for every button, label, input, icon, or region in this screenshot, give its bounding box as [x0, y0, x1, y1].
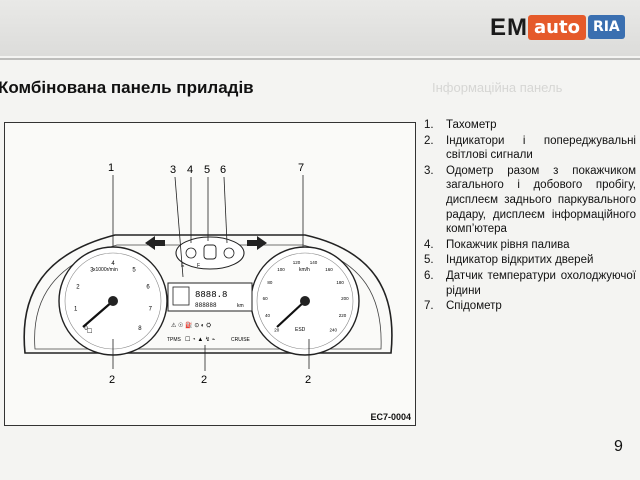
gauge-tick-label: 3: [90, 267, 94, 273]
legend-list: 1. Тахометр 2. Індикатори і попереджувальні…: [424, 118, 636, 315]
ghost-title: Інформаційна панель: [432, 80, 563, 95]
legend-item-text: Тахометр: [446, 119, 497, 131]
speedometer-needle: [276, 300, 306, 328]
gauge-tick-label: 200: [341, 296, 349, 301]
trip-value: 888888: [195, 302, 217, 309]
callout-6: 6: [220, 164, 226, 176]
watermark-ria: RIA: [587, 15, 625, 39]
gauge-tick-label: 240: [330, 327, 338, 332]
tachometer-gauge: x1000r/min 0 1 2 3 4 5 6 7 8 ☐: [58, 246, 168, 356]
callout-4: 4: [187, 164, 193, 176]
gauge-tick-label: 8: [138, 326, 142, 332]
callout-7: 7: [298, 162, 304, 174]
odometer-display: 8888.8 888888 km: [167, 282, 253, 312]
gauge-tick-label: 2: [76, 285, 80, 291]
legend-item-number: 3.: [424, 164, 434, 177]
figure-code: EC7-0004: [370, 412, 411, 422]
fuel-gauge-dot: [185, 247, 197, 259]
legend-item-number: 1.: [424, 119, 434, 131]
legend-item-number: 6.: [424, 269, 434, 282]
tach-unit-label: x1000r/min: [93, 267, 118, 273]
legend-item: 6. Датчик температури охолоджуючої рідини: [424, 269, 636, 298]
legend-item-number: 5.: [424, 254, 434, 267]
callout-3: 3: [170, 164, 176, 176]
watermark-auto: auto: [528, 14, 586, 40]
svg-text:☐ ◔ ▲ ↯ ⌁: ☐ ◔ ▲ ↯ ⌁: [185, 336, 216, 343]
callout-2-right: 2: [305, 374, 311, 386]
gauge-tick-label: 140: [310, 260, 318, 265]
legend-item: 4. Покажчик рівня палива: [424, 238, 636, 253]
callout-2-left: 2: [109, 374, 115, 386]
legend-item-text: Датчик температури охолоджуючої рідини: [446, 269, 636, 297]
gauge-tick-label: 6: [146, 285, 150, 291]
legend-item: 3. Одометр разом з покажчиком загального …: [424, 164, 636, 237]
legend-item-text: Індикатор відкритих дверей: [446, 254, 594, 267]
coolant-temp-dot: [223, 247, 235, 259]
gauge-tick-label: 1: [74, 306, 78, 312]
odometer-unit: km: [237, 303, 244, 309]
gauge-tick-label: 80: [267, 280, 273, 285]
legend-item-number: 4.: [424, 238, 434, 251]
legend-item: 5. Індикатор відкритих дверей: [424, 253, 636, 268]
svg-text:⚠ ☉ ⛽ ⊙ ◐ ⛭: ⚠ ☉ ⛽ ⊙ ◐ ⛭: [171, 321, 211, 329]
gauge-tick-label: 0: [84, 326, 88, 332]
legend-item-number: 7.: [424, 300, 434, 313]
turn-right-icon: [247, 236, 267, 250]
speedometer-gauge: km/h ESD 20 40 60 80 100 120 140 160 180 200 220 24…: [250, 246, 360, 356]
legend-item-text: Покажчик рівня палива: [446, 238, 570, 251]
speedo-esd-label: ESD: [295, 327, 306, 333]
speedo-unit-label: km/h: [299, 267, 310, 273]
gauge-tick-label: 4: [111, 261, 115, 267]
legend-item: 7. Спідометр: [424, 299, 636, 314]
legend-item-text: Спідометр: [446, 300, 502, 313]
cruise-label: CRUISE: [231, 337, 251, 343]
turn-left-icon: [145, 236, 165, 250]
tachometer-needle: [82, 300, 114, 328]
page-title: Комбінована панель приладів: [0, 78, 254, 97]
center-pod: E F: [175, 236, 245, 270]
door-open-icon: [203, 244, 217, 260]
gauge-tick-label: 7: [149, 306, 153, 312]
callout-2-center: 2: [201, 374, 207, 386]
gauge-tick-label: 60: [263, 296, 269, 301]
legend-item-number: 2.: [424, 134, 434, 147]
warning-indicator-strip: ⚠ ☉ ⛽ ⊙ ◐ ⛭ TPMS ☐ ◔ ▲ ↯ ⌁ CRUISE: [167, 321, 251, 343]
legend-item: 1. Тахометр: [424, 118, 636, 133]
gauge-tick-label: 120: [293, 260, 301, 265]
legend-item-text: Індикатори і попереджувальні світлові си…: [446, 134, 636, 162]
callout-5: 5: [204, 164, 210, 176]
svg-text:☐: ☐: [87, 328, 92, 335]
odometer-value: 8888.8: [195, 290, 227, 300]
page-number: 9: [614, 438, 623, 455]
gauge-tick-label: 160: [325, 267, 333, 272]
legend-item-text: Одометр разом з покажчиком загального і …: [446, 164, 636, 236]
watermark-logo: auto RIA: [528, 10, 632, 44]
fuel-mark-e: E: [181, 263, 185, 269]
gauge-tick-label: 40: [265, 313, 271, 318]
header-rule: [0, 58, 640, 60]
gauge-tick-label: 180: [336, 280, 344, 285]
tpms-label: TPMS: [167, 337, 182, 343]
legend-item: 2. Індикатори і попереджувальні світлові …: [424, 134, 636, 163]
gauge-tick-label: 100: [277, 267, 285, 272]
gauge-tick-label: 220: [339, 313, 347, 318]
cluster-outline: [23, 234, 393, 354]
gauge-tick-label: 5: [132, 267, 136, 273]
fuel-mark-f: F: [197, 263, 200, 269]
gauge-tick-label: 20: [274, 327, 280, 332]
callout-1: 1: [108, 162, 114, 174]
